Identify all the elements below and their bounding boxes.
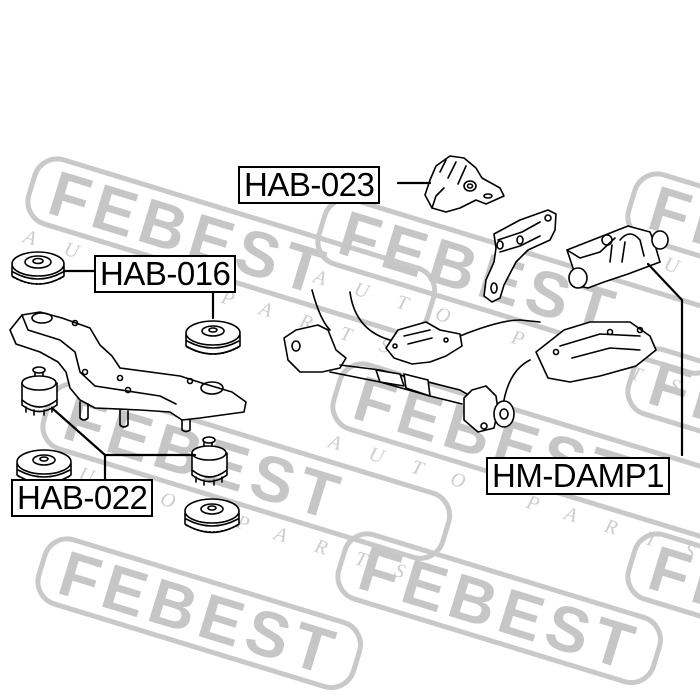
bushing-lower-center bbox=[184, 498, 240, 534]
bushing-upper-left bbox=[11, 251, 65, 285]
rear-crossmember-with-mounts bbox=[283, 289, 657, 433]
bushing-center bbox=[185, 320, 241, 355]
dynamic-damper bbox=[566, 225, 669, 289]
bushing-with-stud-right bbox=[191, 436, 228, 486]
label-hab-022: HAB-022 bbox=[11, 479, 154, 517]
bushing-lower-left bbox=[16, 449, 72, 485]
subframe-left bbox=[9, 311, 247, 433]
bushing-with-stud-left bbox=[21, 366, 58, 416]
label-hm-damp1: HM-DAMP1 bbox=[486, 457, 671, 495]
label-hab-023: HAB-023 bbox=[238, 166, 381, 204]
leader-lines bbox=[50, 181, 684, 482]
label-hab-016: HAB-016 bbox=[94, 255, 237, 293]
torque-rod-bracket bbox=[483, 209, 557, 303]
upper-engine-mount bbox=[424, 155, 505, 213]
